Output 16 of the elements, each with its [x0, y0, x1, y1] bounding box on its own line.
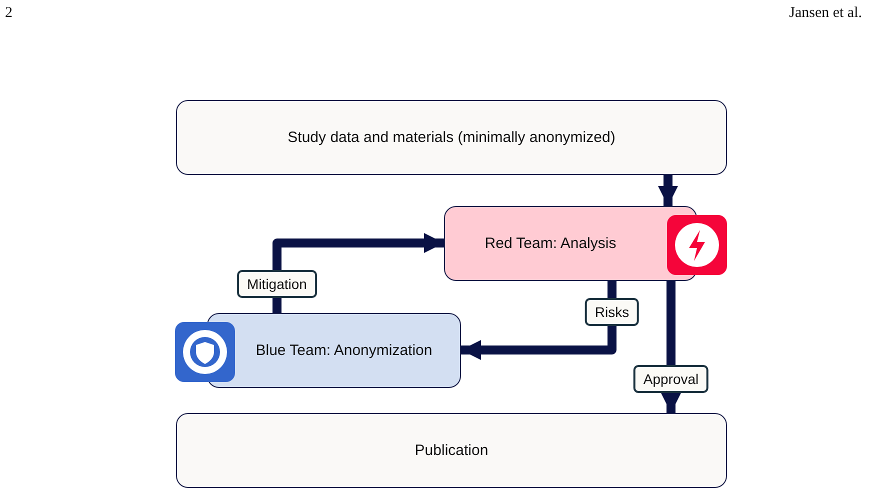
arrow — [461, 281, 616, 360]
node-label: Red Team: Analysis — [484, 235, 616, 252]
anonymization-box — [207, 313, 461, 388]
node-label: Study data and materials (minimally anonymized) — [288, 129, 616, 146]
edge-label: Approval — [633, 365, 709, 393]
data-box — [176, 100, 727, 175]
node-label: Publication — [414, 442, 488, 459]
publication-box — [176, 413, 727, 488]
arrow — [658, 175, 678, 206]
analysis-box — [444, 206, 697, 281]
arrow — [272, 233, 444, 313]
edge-label: Mitigation — [237, 270, 317, 298]
running-header: Jansen et al. — [789, 5, 862, 22]
page-number: 2 — [5, 5, 12, 22]
node-label: Blue Team: Anonymization — [256, 342, 432, 359]
edge-label: Risks — [584, 298, 640, 326]
